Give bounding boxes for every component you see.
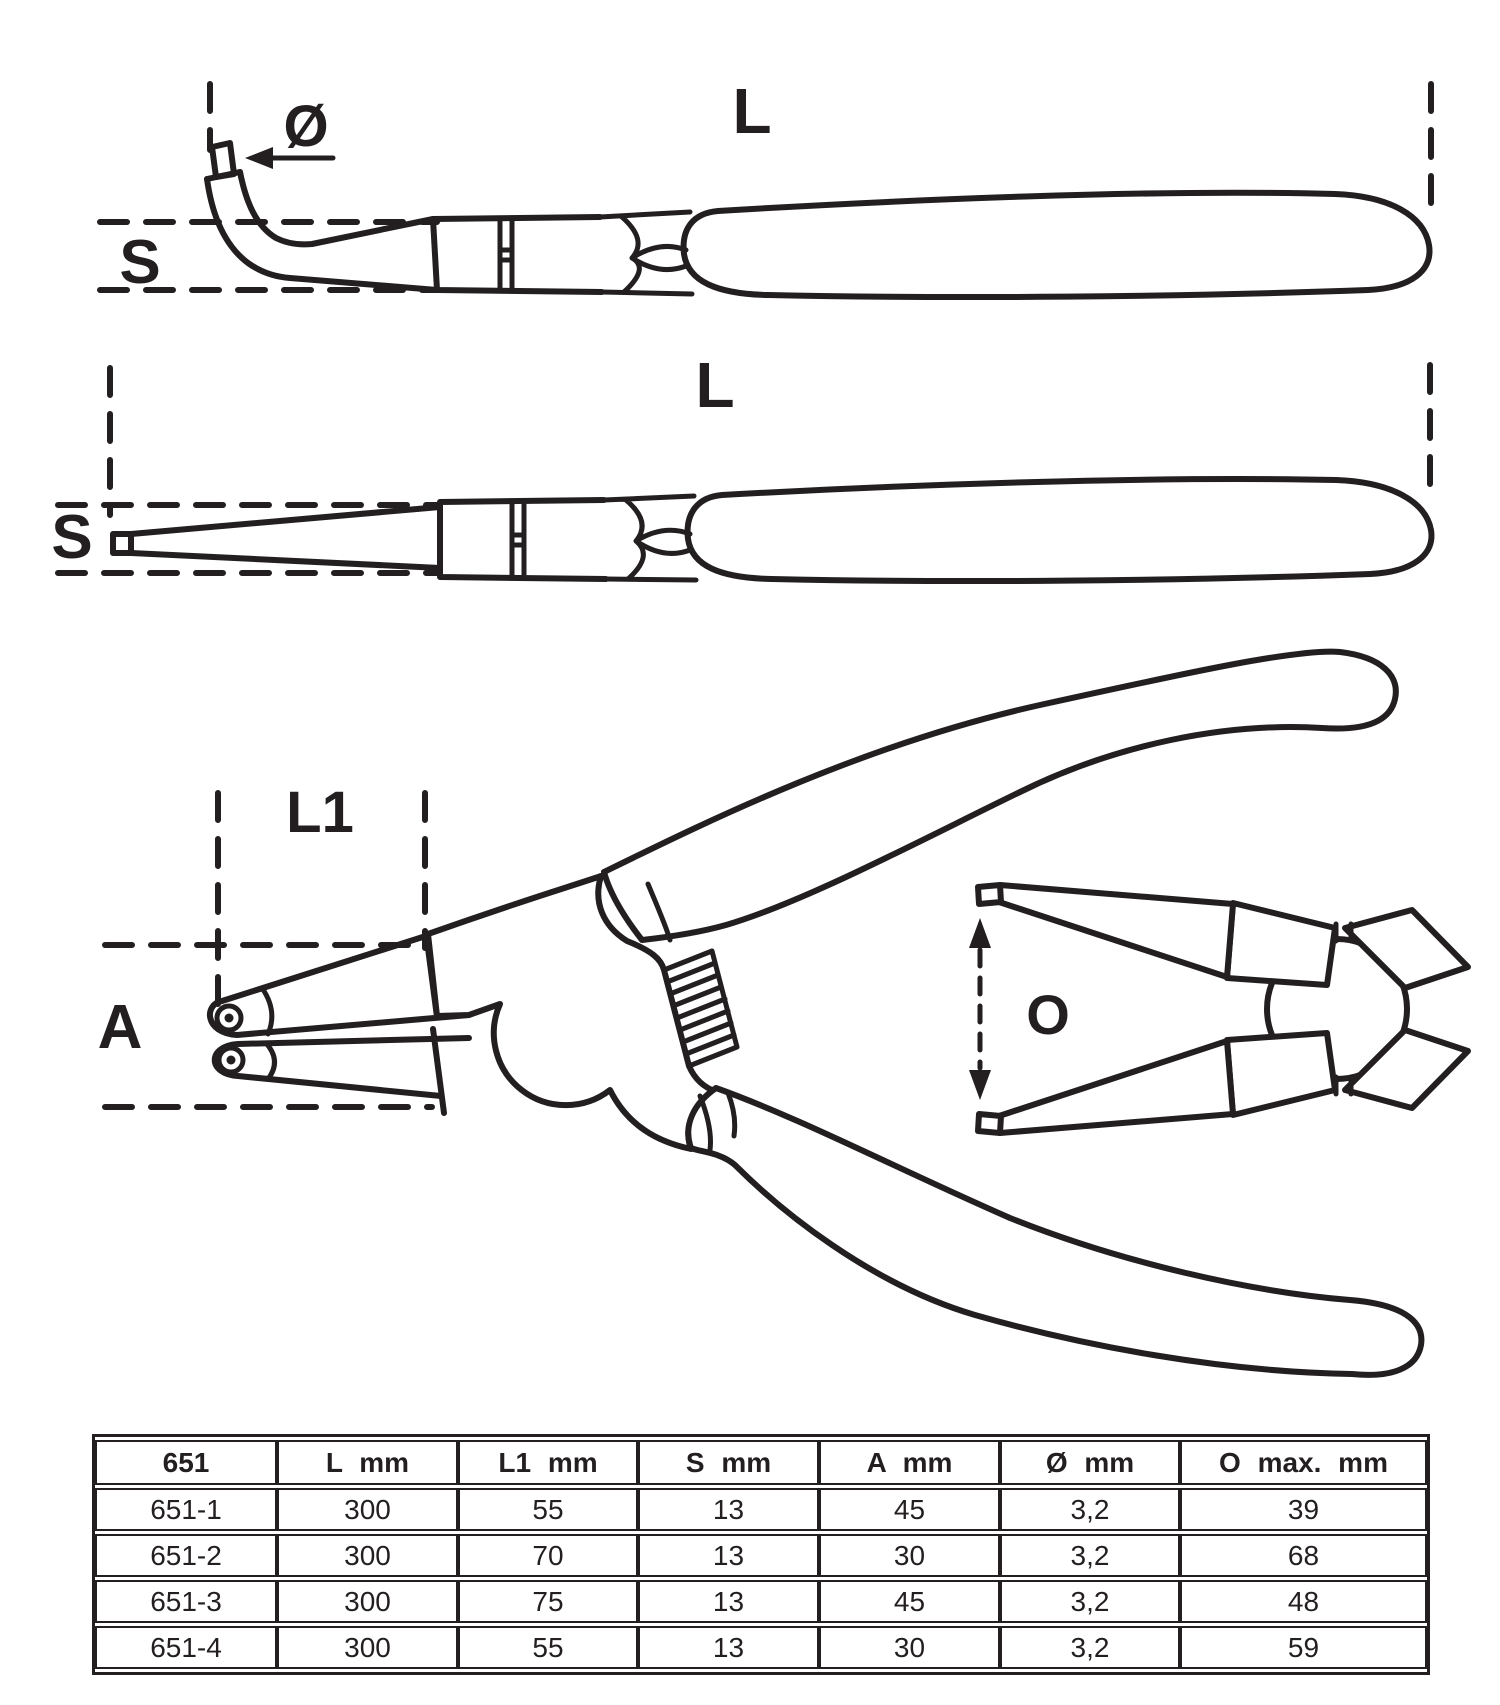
label-diameter: Ø bbox=[283, 94, 328, 159]
straight-tip bbox=[110, 531, 134, 556]
upper-handle bbox=[601, 648, 1399, 943]
bent-tip-shoulder bbox=[204, 169, 243, 182]
table-cell: 45 bbox=[819, 1580, 1000, 1623]
table-cell: 39 bbox=[1180, 1488, 1427, 1531]
handle-grip bbox=[684, 476, 1435, 585]
table-cell: 48 bbox=[1180, 1580, 1427, 1623]
upper-jaw-tip-arc bbox=[259, 985, 275, 1037]
jaw-front-view: O bbox=[969, 882, 1471, 1136]
table-cell-model: 651-2 bbox=[95, 1534, 277, 1577]
upper-left-jaw-plate bbox=[1224, 900, 1338, 988]
pivot-area-lines bbox=[601, 493, 699, 583]
table-cell: 45 bbox=[819, 1488, 1000, 1531]
o-arrowhead-up bbox=[969, 918, 991, 948]
table-cell: 3,2 bbox=[1000, 1580, 1180, 1623]
table-cell: 13 bbox=[638, 1534, 819, 1577]
upper-tip-circle-inner bbox=[224, 1013, 234, 1023]
header-cell-s: S mm bbox=[638, 1440, 819, 1485]
header-cell-l1: L1 mm bbox=[458, 1440, 638, 1485]
label-jaw-length: L1 bbox=[286, 780, 354, 845]
lower-arm bbox=[996, 1038, 1236, 1136]
table-cell: 70 bbox=[458, 1534, 638, 1577]
jaw-taper bbox=[128, 504, 443, 571]
pivot-area-lines bbox=[597, 209, 695, 297]
table-cell: 3,2 bbox=[1000, 1626, 1180, 1669]
upper-right-handle-plate bbox=[1342, 907, 1471, 991]
table-cell: 68 bbox=[1180, 1534, 1427, 1577]
pivot-notch-ticks bbox=[1333, 921, 1354, 1097]
table-cell: 13 bbox=[638, 1580, 819, 1623]
header-cell-diameter: Ø mm bbox=[1000, 1440, 1180, 1485]
table-cell-model: 651-4 bbox=[95, 1626, 277, 1669]
o-arrowhead-down bbox=[969, 1070, 991, 1100]
lower-left-jaw-plate bbox=[1224, 1030, 1338, 1118]
table-cell-model: 651-3 bbox=[95, 1580, 277, 1623]
table-cell: 13 bbox=[638, 1626, 819, 1669]
spring-coils bbox=[661, 948, 740, 1069]
table-cell: 55 bbox=[458, 1626, 638, 1669]
header-cell-o-max: O max. mm bbox=[1180, 1440, 1427, 1485]
spec-table-header-row: 651 L mm L1 mm S mm A mm Ø mm O max. mm bbox=[95, 1440, 1427, 1485]
header-cell-a: A mm bbox=[819, 1440, 1000, 1485]
table-cell: 55 bbox=[458, 1488, 638, 1531]
upper-arm-tip bbox=[975, 882, 1004, 907]
table-row: 651-1 300 55 13 45 3,2 39 bbox=[95, 1488, 1427, 1531]
upper-tip-circle-outer bbox=[214, 1003, 244, 1033]
table-cell: 300 bbox=[277, 1626, 458, 1669]
lower-tip-circle-outer bbox=[216, 1045, 246, 1075]
lower-jaw bbox=[211, 1026, 472, 1116]
jaw-inner-edge bbox=[237, 169, 436, 248]
lower-handle bbox=[685, 1085, 1425, 1378]
lower-jaw-outline bbox=[211, 1026, 472, 1116]
table-row: 651-2 300 70 13 30 3,2 68 bbox=[95, 1534, 1427, 1577]
label-length: L bbox=[695, 349, 734, 421]
table-row: 651-4 300 55 13 30 3,2 59 bbox=[95, 1626, 1427, 1669]
table-cell-model: 651-1 bbox=[95, 1488, 277, 1531]
label-tip-distance: A bbox=[98, 993, 143, 1062]
table-cell: 3,2 bbox=[1000, 1534, 1180, 1577]
joint-detail-lines bbox=[645, 881, 738, 1153]
joint-block-slot bbox=[509, 498, 527, 581]
label-thickness: S bbox=[51, 503, 92, 572]
table-cell: 59 bbox=[1180, 1626, 1427, 1669]
side-view-straight-tip: L S bbox=[51, 349, 1435, 585]
table-cell: 300 bbox=[277, 1534, 458, 1577]
header-cell-model: 651 bbox=[95, 1440, 277, 1485]
full-pliers-view: L1 A bbox=[98, 648, 1425, 1378]
return-spring bbox=[661, 948, 740, 1069]
table-cell: 30 bbox=[819, 1534, 1000, 1577]
label-length: L bbox=[732, 75, 771, 147]
side-view-bent-tip: Ø L S bbox=[97, 75, 1434, 301]
joint-block bbox=[430, 214, 605, 295]
label-thickness: S bbox=[119, 228, 160, 297]
diameter-arrowhead bbox=[245, 147, 273, 169]
joint-block-slot bbox=[497, 215, 515, 294]
table-cell: 3,2 bbox=[1000, 1488, 1180, 1531]
lower-arm-tip bbox=[975, 1111, 1004, 1136]
lower-right-handle-plate bbox=[1342, 1027, 1471, 1111]
table-cell: 30 bbox=[819, 1626, 1000, 1669]
table-row: 651-3 300 75 13 45 3,2 48 bbox=[95, 1580, 1427, 1623]
handle-grip bbox=[680, 189, 1433, 301]
lower-jaw-tip-arc bbox=[263, 1040, 277, 1082]
spec-table-container: 651 L mm L1 mm S mm A mm Ø mm O max. mm … bbox=[92, 1434, 1430, 1675]
pliers-technical-diagram: Ø L S L S bbox=[51, 75, 1471, 1378]
lower-tip-circle-inner bbox=[226, 1055, 236, 1065]
table-cell: 13 bbox=[638, 1488, 819, 1531]
header-cell-l: L mm bbox=[277, 1440, 458, 1485]
table-cell: 75 bbox=[458, 1580, 638, 1623]
upper-arm bbox=[996, 882, 1236, 980]
table-cell: 300 bbox=[277, 1580, 458, 1623]
spec-table: 651 L mm L1 mm S mm A mm Ø mm O max. mm … bbox=[92, 1434, 1430, 1675]
label-max-opening: O bbox=[1026, 983, 1070, 1046]
table-cell: 300 bbox=[277, 1488, 458, 1531]
jaw-outer-edge bbox=[204, 176, 440, 293]
